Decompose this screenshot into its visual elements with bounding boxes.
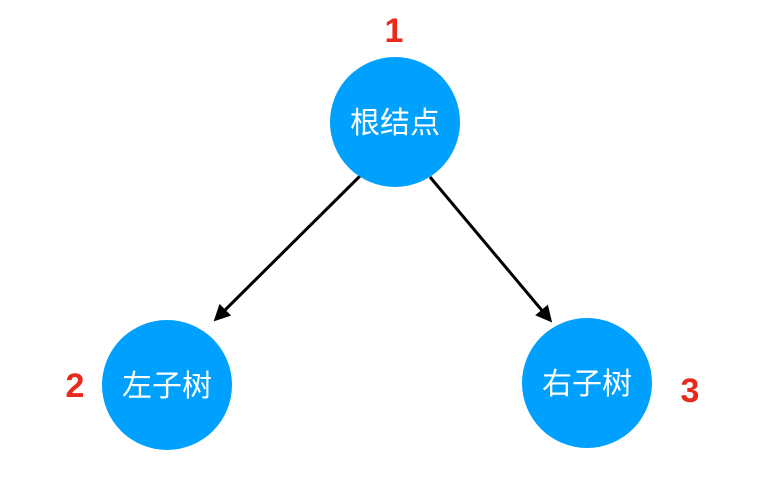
left-child-node: 左子树 2 [66,320,232,450]
left-child-node-label: 左子树 [122,370,212,403]
right-child-node-circle [522,318,652,448]
root-node-circle [330,57,460,187]
edge-root-to-left-arrow [213,174,362,322]
root-node-order-number: 1 [385,12,404,50]
right-child-order-number: 3 [681,372,700,410]
root-node: 根结点 1 [330,12,460,187]
left-child-node-circle [102,320,232,450]
left-child-order-number: 2 [66,367,85,405]
root-node-label: 根结点 [350,107,440,140]
right-child-node: 右子树 3 [522,318,699,448]
edge-root-to-right-arrow [428,176,553,323]
right-child-node-label: 右子树 [542,368,632,401]
